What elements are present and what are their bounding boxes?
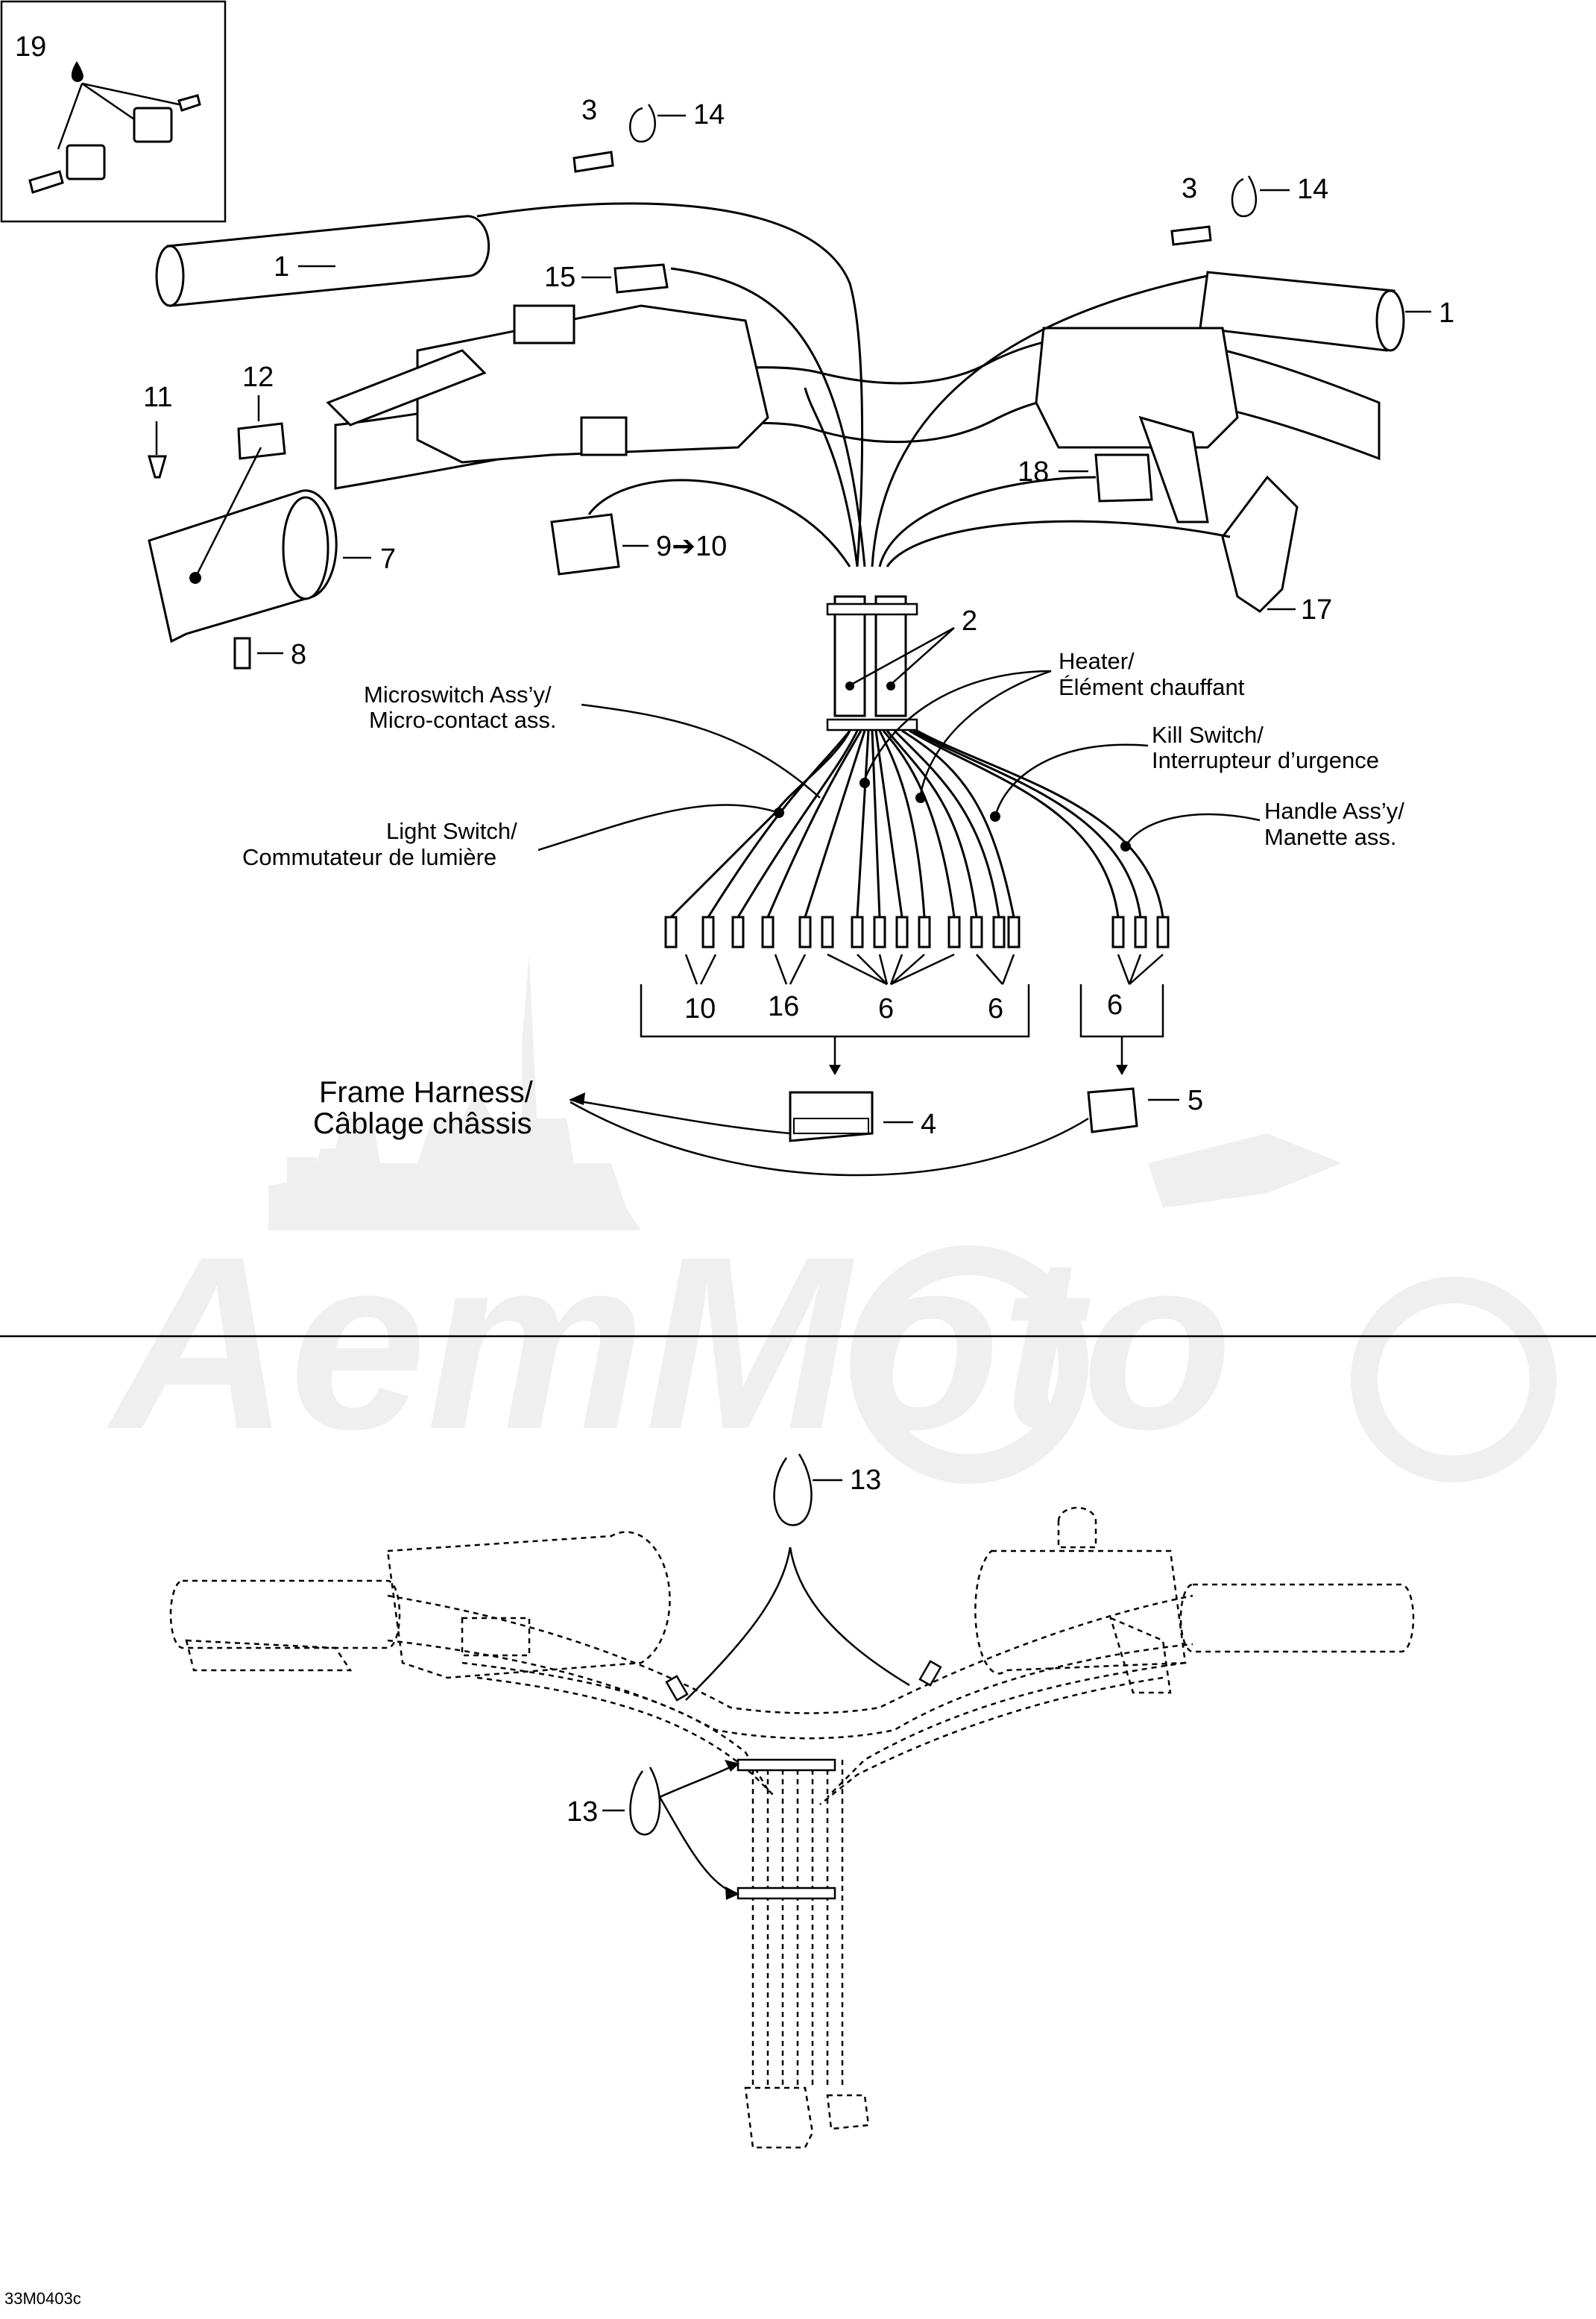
right-switch-housing: [1035, 327, 1239, 449]
callout-14-right: 14: [1297, 174, 1328, 205]
terminal-row: [664, 916, 1170, 948]
decal: [237, 422, 286, 460]
sleeve-right: [1170, 225, 1212, 246]
left-switch-housing: [416, 304, 769, 464]
callout-13-top: 13: [850, 1464, 881, 1496]
callout-5: 5: [1187, 1085, 1203, 1116]
label-microswitch-en: Microswitch Ass’y/: [364, 682, 552, 708]
callout-2: 2: [962, 605, 977, 637]
temp-sensor: [614, 263, 669, 294]
spring: [233, 637, 251, 670]
label-handle-fr: Manette ass.: [1264, 824, 1396, 850]
callout-13-left: 13: [567, 1796, 598, 1828]
watermark: AemMoto: [104, 954, 1556, 1484]
bracket-17: [1221, 475, 1299, 613]
connector-5: [1087, 1087, 1138, 1133]
callout-7: 7: [380, 544, 396, 575]
callout-4: 4: [921, 1109, 936, 1140]
left-grip: [166, 215, 491, 307]
switch-9: [550, 513, 620, 576]
screw: [148, 455, 167, 479]
handlebar-assembly-installed: 13 13: [169, 1453, 1415, 2149]
label-kill-switch-fr: Interrupteur d’urgence: [1152, 747, 1379, 773]
right-grip: [1199, 271, 1395, 352]
label-heater-en: Heater/: [1059, 648, 1135, 674]
callout-11: 11: [143, 382, 172, 413]
cable-tie-13-top: [773, 1453, 813, 1526]
label-frame-harness-fr: Câblage châssis: [313, 1107, 532, 1140]
callout-6-b: 6: [988, 993, 1003, 1025]
cable-tie-right: [1231, 175, 1258, 218]
callout-17: 17: [1301, 594, 1332, 626]
label-microswitch-fr: Micro-contact ass.: [369, 707, 557, 733]
callout-12: 12: [242, 362, 274, 393]
callout-6-c: 6: [1107, 989, 1123, 1021]
label-light-switch-fr: Commutateur de lumière: [242, 844, 496, 870]
label-frame-harness-en: Frame Harness/: [319, 1076, 534, 1109]
callout-16: 16: [768, 991, 799, 1022]
label-light-switch-en: Light Switch/: [386, 818, 517, 844]
cable-tie-13-left: [629, 1766, 661, 1836]
callout-9-10: 9➔10: [656, 531, 727, 562]
figure-code: 33M0403c: [4, 2289, 81, 2308]
callout-8: 8: [291, 639, 306, 670]
callout-6-a: 6: [878, 993, 894, 1025]
callout-19: 19: [15, 31, 46, 63]
inset-connector-kit: 19: [0, 0, 227, 223]
callout-3-left: 3: [581, 95, 597, 126]
callout-1-left: 1: [274, 251, 289, 283]
label-kill-switch-en: Kill Switch/: [1152, 722, 1264, 748]
brake-lever: [326, 349, 487, 427]
throttle-lever: [1138, 415, 1209, 523]
sleeve-left: [573, 151, 614, 173]
callout-10: 10: [684, 993, 716, 1025]
cable-tie-left: [629, 104, 656, 143]
handlebar-assembly-exploded: 1 1 3 14 3 14 15 11: [143, 95, 1454, 1177]
grease-drop-icon: [71, 61, 83, 82]
label-heater-fr: Élément chauffant: [1059, 674, 1245, 700]
connector-4: [789, 1091, 874, 1142]
callout-3-right: 3: [1182, 173, 1197, 204]
callout-15: 15: [544, 262, 575, 293]
callout-14-left: 14: [693, 99, 725, 130]
retainer-18: [1094, 453, 1153, 503]
label-handle-en: Handle Ass’y/: [1264, 798, 1404, 824]
callout-1-right: 1: [1439, 298, 1454, 329]
